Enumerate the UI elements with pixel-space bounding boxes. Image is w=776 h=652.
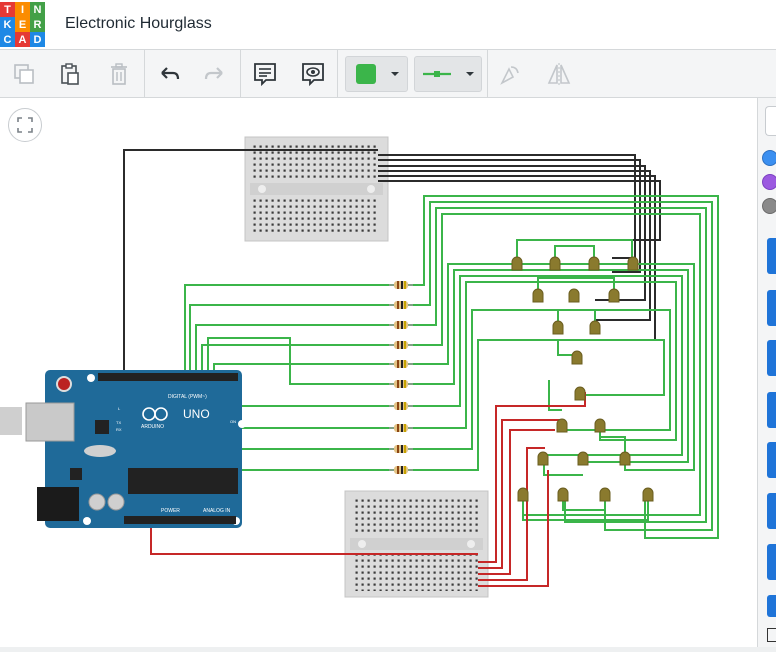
- toolbar-divider: [240, 50, 241, 97]
- color-dropdown[interactable]: [345, 56, 408, 92]
- swatch-purple[interactable]: [762, 174, 776, 190]
- logo-letter: T: [0, 2, 15, 17]
- tx-label: TX: [116, 420, 121, 425]
- toolbar-divider: [487, 50, 488, 97]
- logo-letter: N: [30, 2, 45, 17]
- toolbar-divider: [144, 50, 145, 97]
- panel-search-box[interactable]: [765, 106, 776, 136]
- panel-item[interactable]: [767, 392, 776, 428]
- redo-icon[interactable]: [197, 56, 233, 92]
- panel-item[interactable]: [767, 595, 776, 617]
- mirror-icon[interactable]: [541, 56, 577, 92]
- swatch-gray[interactable]: [762, 198, 776, 214]
- fit-view-button[interactable]: [8, 108, 42, 142]
- tinkercad-logo[interactable]: T I N K E R C A D: [0, 2, 45, 47]
- delete-icon[interactable]: [101, 56, 137, 92]
- panel-scroll-icon[interactable]: [767, 628, 776, 642]
- fit-view-icon: [17, 117, 33, 133]
- breadboard-bottom[interactable]: [344, 490, 489, 598]
- panel-item[interactable]: [767, 544, 776, 580]
- panel-item[interactable]: [767, 340, 776, 376]
- editor-toolbar: [0, 50, 776, 98]
- analog-label: ANALOG IN: [203, 508, 231, 514]
- toolbar-divider: [337, 50, 338, 97]
- logo-letter: E: [15, 17, 30, 32]
- power-wires[interactable]: [150, 392, 586, 587]
- digital-label: DIGITAL (PWM~): [168, 394, 207, 400]
- logo-letter: R: [30, 17, 45, 32]
- panel-item[interactable]: [767, 290, 776, 326]
- logo-letter: A: [15, 32, 30, 47]
- arduino-uno[interactable]: UNO DIGITAL (PWM~) POWER ANALOG IN ARDUI…: [0, 370, 246, 528]
- logo-letter: I: [15, 2, 30, 17]
- top-bar: T I N K E R C A D Electronic Hourglass: [0, 0, 776, 50]
- logo-letter: K: [0, 17, 15, 32]
- panel-item[interactable]: [767, 442, 776, 478]
- chevron-down-icon: [391, 72, 399, 76]
- rx-label: RX: [116, 427, 122, 432]
- ground-wires[interactable]: [123, 149, 661, 372]
- swatch-blue[interactable]: [762, 150, 776, 166]
- color-swatch-icon: [356, 64, 376, 84]
- uno-label: UNO: [183, 407, 210, 421]
- paste-icon[interactable]: [52, 56, 88, 92]
- copy-icon[interactable]: [6, 56, 42, 92]
- on-label: ON: [230, 419, 236, 424]
- wire-type-icon: [423, 71, 451, 77]
- power-label: POWER: [161, 508, 180, 514]
- wire-type-dropdown[interactable]: [414, 56, 482, 92]
- design-title[interactable]: Electronic Hourglass: [65, 15, 212, 32]
- resistors[interactable]: [389, 281, 413, 474]
- panel-item[interactable]: [767, 238, 776, 274]
- notes-visibility-icon[interactable]: [295, 56, 331, 92]
- notes-icon[interactable]: [247, 56, 283, 92]
- chevron-down-icon: [466, 72, 474, 76]
- logo-letter: C: [0, 32, 15, 47]
- rotate-icon[interactable]: [492, 56, 528, 92]
- panel-item[interactable]: [767, 493, 776, 529]
- arduino-label: ARDUINO: [141, 424, 164, 430]
- breadboard-top[interactable]: [244, 136, 389, 242]
- l-label: L: [118, 406, 121, 411]
- logo-letter: D: [30, 32, 45, 47]
- leds[interactable]: [511, 256, 654, 502]
- circuit-canvas[interactable]: UNO DIGITAL (PWM~) POWER ANALOG IN ARDUI…: [0, 98, 757, 647]
- components-panel: [757, 98, 776, 647]
- circuit-diagram: UNO DIGITAL (PWM~) POWER ANALOG IN ARDUI…: [0, 136, 719, 598]
- undo-icon[interactable]: [151, 56, 187, 92]
